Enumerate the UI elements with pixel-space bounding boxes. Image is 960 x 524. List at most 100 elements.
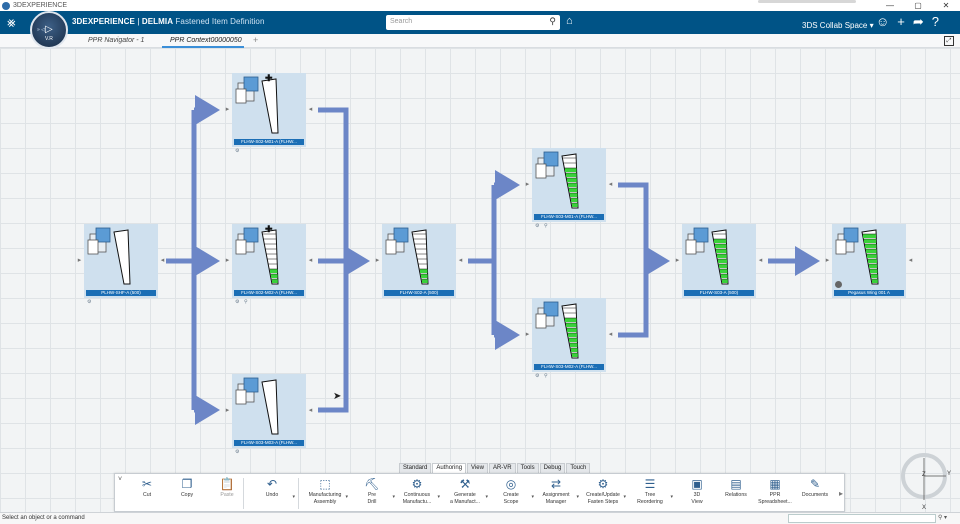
ppr-node-n2[interactable]: FLHW-S02-M01-A (FLHW... [232,73,306,147]
copy-button[interactable]: ❐Copy [167,476,207,499]
node-resource-icon[interactable]: ⚙ [87,299,92,305]
node-resource-icon[interactable]: ⚙ [535,223,540,229]
input-port-icon[interactable]: ▸ [375,257,380,264]
fasten-steps-dropdown-icon[interactable]: ▾ [623,494,626,500]
tree-reordering-dropdown-icon[interactable]: ▾ [670,494,673,500]
pre-drill-button[interactable]: ⛏Pre Drill▾ [352,476,395,506]
generate-manufacturing-dropdown-icon[interactable]: ▾ [485,494,488,500]
create-scope-dropdown-icon[interactable]: ▾ [531,494,534,500]
node-resource-icon[interactable]: ⚙ [535,373,540,379]
continuous-manufacturing-button[interactable]: ⚙Continuous Manufactu...▾ [397,476,440,506]
output-port-icon[interactable]: ◂ [458,257,463,264]
output-port-icon[interactable]: ◂ [758,257,763,264]
tab-ppr-navigator[interactable]: PPR Navigator - 1 [88,37,145,44]
continuous-manufacturing-dropdown-icon[interactable]: ▾ [437,494,440,500]
maximize-button[interactable]: ▢ [914,1,922,10]
output-port-icon[interactable]: ◂ [308,407,313,414]
input-port-icon[interactable]: ▸ [225,257,230,264]
ppr-node-n4[interactable]: FLHW-S03-M03-A (FLHW... [232,374,306,448]
node-link-icon[interactable]: ⚲ [544,223,548,229]
undo-dropdown-icon[interactable]: ▾ [292,494,295,500]
close-button[interactable]: ✕ [942,1,950,10]
input-port-icon[interactable]: ▸ [525,331,530,338]
action-bar-collapse-icon[interactable]: ˅ [118,476,123,483]
expand-plus-icon[interactable]: ✚ [265,224,273,234]
output-port-icon[interactable]: ◂ [308,106,313,113]
output-port-icon[interactable]: ◂ [608,181,613,188]
expand-plus-icon[interactable]: ✚ [265,73,273,83]
ppr-canvas[interactable]: PLHW-SHF-A (500)▸◂⚙FLHW-S02-M01-A (FLHW.… [0,48,960,512]
ppr-node-n9[interactable]: Pegasus Wing 001 A [832,224,906,298]
tree-reordering-button[interactable]: ☰Tree Reordering▾ [630,476,673,506]
paste-button[interactable]: 📋Paste [207,476,247,499]
add-tab-button[interactable]: + [253,35,259,45]
action-bar-next-icon[interactable]: ▸ [839,489,844,498]
titlebar-highlight [758,0,856,3]
compass-axis-widget[interactable]: Z X Y [900,452,951,512]
output-port-icon[interactable]: ◂ [908,257,913,264]
search-icon[interactable]: ⚲ [549,16,556,26]
input-port-icon[interactable]: ▸ [225,407,230,414]
input-port-icon[interactable]: ▸ [225,106,230,113]
compass-widget[interactable]: » ◁ ▷ V.R [30,11,68,49]
ppr-node-n5[interactable]: FLHW-S02-A (500) [382,224,456,298]
generate-manufacturing-button[interactable]: ⚒Generate a Manufact...▾ [445,476,488,506]
node-link-icon[interactable]: ⚲ [244,299,248,305]
add-icon[interactable]: + [897,14,905,29]
manufacturing-assembly-dropdown-icon[interactable]: ▾ [345,494,348,500]
status-search-icon[interactable]: ⚲ ▾ [938,515,948,521]
user-profile-icon[interactable]: ☺ [876,14,890,29]
ppr-spreadsheet-button[interactable]: ▦PPR Spreadsheet... [755,476,795,506]
minimize-button[interactable]: — [886,1,894,10]
ppr-node-n6[interactable]: FLHW-S03-M01-A (FLHW... [532,148,606,222]
input-port-icon[interactable]: ▸ [525,181,530,188]
cut-button[interactable]: ✂Cut [127,476,167,499]
tab-ppr-context[interactable]: PPR Context00000050 [162,34,244,48]
undo-button[interactable]: ↶Undo▾ [252,476,295,500]
search-input[interactable]: Search ⚲ [386,15,560,30]
ds-logo-icon[interactable]: ⨳ [7,14,16,30]
output-port-icon[interactable]: ◂ [160,257,165,264]
relations-button[interactable]: ▤Relations [716,476,756,499]
pre-drill-dropdown-icon[interactable]: ▾ [392,494,395,500]
node-link-icon[interactable]: ⚲ [544,373,548,379]
3d-view-button[interactable]: ▣3D View [677,476,717,506]
node-resource-icon[interactable]: ⚙ [235,449,240,455]
collab-space-label: 3DS Collab Space [802,21,868,30]
create-scope-button[interactable]: ◎Create Scope▾ [491,476,534,506]
create-scope-icon: ◎ [505,477,517,491]
category-tab-ar-vr[interactable]: AR-VR [488,463,516,473]
fasten-steps-button[interactable]: ⚙Create/Update Fasten Steps▾ [583,476,626,506]
share-icon[interactable]: ➦ [912,14,924,29]
play-icon[interactable]: ▷ [45,24,53,35]
fullscreen-icon[interactable]: ⤢ [944,36,954,46]
output-port-icon[interactable]: ◂ [608,331,613,338]
manufacturing-assembly-button[interactable]: ⬚Manufacturing Assembly▾ [305,476,348,506]
copy-icon: ❐ [181,477,193,491]
brand-app: DELMIA [141,17,174,26]
assignment-manager-button[interactable]: ⇄Assignment Manager▾ [536,476,579,506]
documents-button[interactable]: ✎Documents [795,476,835,499]
ppr-node-n1[interactable]: PLHW-SHF-A (500) [84,224,158,298]
category-tab-authoring[interactable]: Authoring [432,463,467,473]
command-input[interactable] [788,514,936,523]
node-resource-icon[interactable]: ⚙ [235,148,240,154]
tag-icon[interactable]: ⌂ [566,15,573,27]
node-resource-icon[interactable]: ⚙ [235,299,240,305]
ppr-node-n8[interactable]: FLHW-S03-A (500) [682,224,756,298]
category-tab-debug[interactable]: Debug [539,463,566,473]
input-port-icon[interactable]: ▸ [77,257,82,264]
ppr-node-n7[interactable]: FLHW-S03-M02-A (FLHW... [532,298,606,372]
category-tab-standard[interactable]: Standard [399,463,432,473]
input-port-icon[interactable]: ▸ [825,257,830,264]
collab-space-selector[interactable]: 3DS Collab Space ▾ [802,21,874,30]
category-tab-touch[interactable]: Touch [566,463,591,473]
help-icon[interactable]: ? [931,14,940,29]
output-port-icon[interactable]: ◂ [308,257,313,264]
ppr-node-n3[interactable]: FLHW-S02-M02-A (FLHW... [232,224,306,298]
assignment-manager-dropdown-icon[interactable]: ▾ [576,494,579,500]
category-tab-view[interactable]: View [467,463,488,473]
category-tab-tools[interactable]: Tools [516,463,539,473]
input-port-icon[interactable]: ▸ [675,257,680,264]
